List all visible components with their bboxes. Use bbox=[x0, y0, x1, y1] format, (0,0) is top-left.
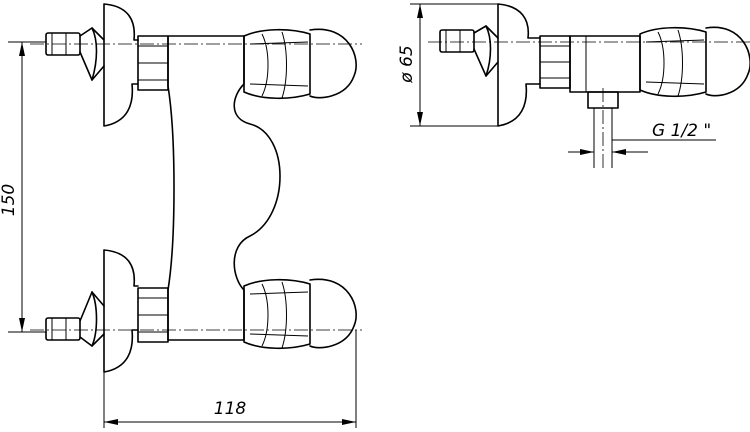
diameter-label: ø 65 bbox=[397, 45, 417, 83]
side-handle bbox=[639, 26, 750, 98]
dimension-thread bbox=[568, 139, 716, 155]
side-body bbox=[569, 35, 641, 93]
dimension-width bbox=[103, 330, 357, 428]
eccentric-fitting-top bbox=[45, 27, 105, 81]
side-eccentric-fitting bbox=[439, 25, 499, 77]
dimension-height bbox=[8, 41, 46, 333]
wall-flange-bottom bbox=[103, 249, 139, 373]
side-view: ø 65 G 1/2 " bbox=[397, 3, 750, 170]
handle-top bbox=[243, 28, 357, 100]
front-view: 150 118 bbox=[0, 3, 362, 428]
side-outlet-pipe bbox=[587, 88, 619, 170]
side-hex-nut bbox=[539, 35, 571, 89]
height-label: 150 bbox=[0, 184, 19, 216]
thread-label: G 1/2 " bbox=[652, 121, 711, 141]
wall-flange-top bbox=[103, 3, 139, 127]
dimension-diameter bbox=[410, 3, 498, 127]
hex-nut-bottom bbox=[137, 287, 169, 343]
eccentric-fitting-bottom bbox=[45, 291, 105, 347]
mixer-body bbox=[167, 35, 281, 341]
handle-bottom bbox=[243, 278, 357, 350]
width-label: 118 bbox=[214, 399, 247, 419]
side-wall-flange bbox=[497, 3, 541, 127]
